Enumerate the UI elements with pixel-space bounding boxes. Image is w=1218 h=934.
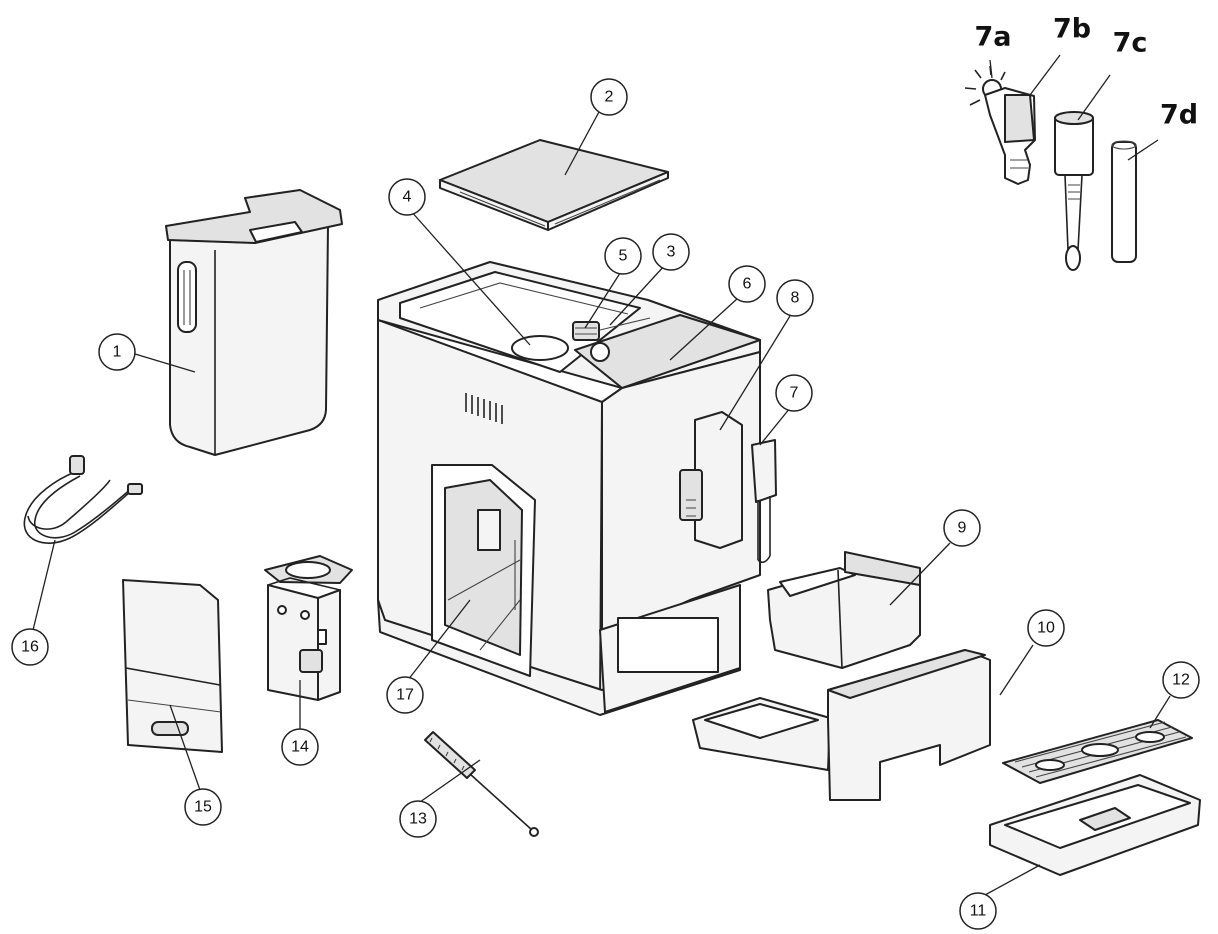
callout-7-label: 7	[790, 385, 799, 402]
callout-7: 7	[775, 374, 813, 412]
service-door	[122, 579, 223, 753]
callout-5: 5	[604, 237, 642, 275]
lid	[439, 139, 669, 231]
callout-13-label: 13	[409, 811, 427, 828]
callout-7b-label: 7b	[1053, 14, 1091, 45]
callout-12: 12	[1162, 661, 1200, 699]
callout-6-label: 6	[743, 276, 752, 293]
machine-body	[377, 261, 777, 716]
callout-8-label: 8	[791, 290, 800, 307]
callout-3-label: 3	[667, 244, 676, 261]
steam-nozzle-parts	[964, 65, 1137, 271]
callout-11: 11	[959, 892, 997, 930]
callout-9: 9	[943, 509, 981, 547]
callout-4-label: 4	[403, 189, 412, 206]
callout-8: 8	[776, 279, 814, 317]
drip-tray-grid	[1002, 719, 1193, 784]
callout-17-label: 17	[396, 687, 414, 704]
callout-2: 2	[590, 78, 628, 116]
callout-14-label: 14	[291, 739, 309, 756]
leader-lines	[32, 54, 1171, 896]
callout-5-label: 5	[619, 248, 628, 265]
water-tank	[165, 189, 343, 456]
callout-1: 1	[98, 333, 136, 371]
callout-6: 6	[728, 265, 766, 303]
callout-7c-label: 7c	[1113, 28, 1148, 59]
callout-10: 10	[1027, 609, 1065, 647]
cleaning-brush	[424, 731, 539, 837]
callout-3: 3	[652, 233, 690, 271]
callout-9-label: 9	[958, 520, 967, 537]
callout-4: 4	[388, 178, 426, 216]
drip-tray-base	[692, 649, 991, 801]
callout-16-label: 16	[21, 639, 39, 656]
brewing-unit	[264, 555, 353, 701]
callout-13: 13	[399, 800, 437, 838]
callout-12-label: 12	[1172, 672, 1190, 689]
callout-1-label: 1	[113, 344, 122, 361]
callout-15-label: 15	[194, 799, 212, 816]
callout-17: 17	[386, 676, 424, 714]
callout-10-label: 10	[1037, 620, 1055, 637]
callout-7d-label: 7d	[1160, 100, 1198, 131]
drip-tray	[989, 774, 1201, 876]
callout-11-label: 11	[970, 903, 987, 920]
power-cord	[23, 455, 143, 544]
coffee-grounds-container	[767, 551, 921, 669]
callout-15: 15	[184, 788, 222, 826]
callout-14: 14	[281, 728, 319, 766]
callout-16: 16	[11, 628, 49, 666]
callout-2-label: 2	[605, 89, 614, 106]
callout-7a-label: 7a	[974, 22, 1011, 53]
